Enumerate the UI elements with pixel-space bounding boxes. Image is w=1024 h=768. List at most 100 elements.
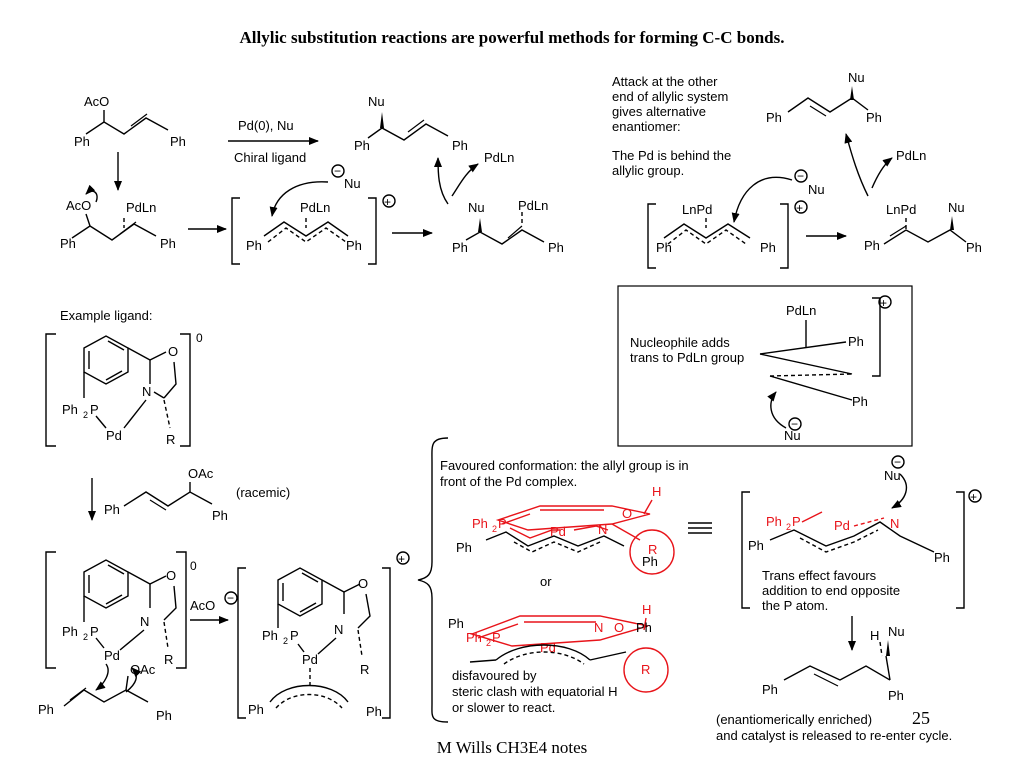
label-pd: Pd: [540, 640, 556, 655]
label-n: N: [140, 614, 149, 629]
label-ph2p: Ph: [766, 514, 782, 529]
positive-charge-icon: [878, 295, 892, 309]
svg-text:−: −: [791, 417, 798, 431]
label-o: O: [622, 506, 632, 521]
svg-text:2: 2: [283, 636, 288, 646]
svg-text:and catalyst is released to re: and catalyst is released to re-enter cyc…: [716, 728, 952, 743]
label-lnpd: LnPd: [886, 202, 916, 217]
label-ph: Ph: [452, 240, 468, 255]
disfavoured-conformation: Ph Ph 2 P Pd N O H Ph R: [448, 602, 669, 693]
slide-title: Allylic substitution reactions are power…: [239, 28, 785, 47]
footer-text: M Wills CH3E4 notes: [436, 738, 588, 757]
alternative-enantiomer: Nu Ph Ph: [766, 70, 882, 125]
label-ph: Ph: [366, 704, 382, 719]
label-nu: Nu: [784, 428, 801, 443]
label-ph: Ph: [354, 138, 370, 153]
label-pdln: PdLn: [518, 198, 548, 213]
svg-text:(enantiomerically enriched): (enantiomerically enriched): [716, 712, 872, 727]
negative-charge-icon: [794, 169, 808, 183]
label-ph2p: Ph: [62, 402, 78, 417]
svg-text:gives alternative: gives alternative: [612, 104, 706, 119]
positive-charge-icon: [968, 489, 982, 503]
ligand-allyl-acetate-complex: 0 O N Ph 2 P Pd R OAc Ph Ph: [38, 551, 197, 723]
nucleophile-adduct: Nu PdLn Ph Ph: [452, 198, 564, 255]
label-pd: Pd: [834, 518, 850, 533]
label-pdln: PdLn: [786, 303, 816, 318]
trans-addition-sketch: PdLn Ph Ph + − Nu: [759, 295, 892, 443]
reagent-bottom: Chiral ligand: [234, 150, 306, 165]
label-ph: Ph: [104, 502, 120, 517]
label-r: R: [648, 542, 657, 557]
svg-text:0: 0: [196, 331, 203, 345]
label-ph: Ph: [888, 688, 904, 703]
substitution-product: Nu Ph Ph: [354, 94, 468, 153]
racemic-allyl-acetate: OAc Ph Ph (racemic): [104, 466, 290, 523]
label-ph: Ph: [38, 702, 54, 717]
negative-charge-icon: [224, 591, 238, 605]
label-ph: Ph: [762, 682, 778, 697]
svg-text:end of allylic system: end of allylic system: [612, 89, 728, 104]
label-n: N: [594, 620, 603, 635]
label-h: H: [870, 628, 879, 643]
phox-ligand-complex: 0 O N Ph 2 P Pd R: [45, 331, 203, 447]
label-ph: Ph: [346, 238, 362, 253]
label-ph: Ph: [636, 620, 652, 635]
r-group-circle: [629, 529, 675, 575]
svg-text:−: −: [227, 591, 234, 605]
svg-text:Nucleophile adds: Nucleophile adds: [630, 335, 730, 350]
label-pd: Pd: [104, 648, 120, 663]
svg-text:+: +: [796, 201, 803, 215]
label-ph2p: Ph: [62, 624, 78, 639]
positive-charge-icon: [382, 194, 396, 208]
label-ph: Ph: [548, 240, 564, 255]
label-ph: Ph: [160, 236, 176, 251]
r-group-circle: [623, 647, 669, 693]
svg-text:steric clash with equatorial H: steric clash with equatorial H: [452, 684, 617, 699]
label-p: P: [792, 514, 801, 529]
negative-charge-icon: [331, 164, 345, 178]
svg-text:addition to end opposite: addition to end opposite: [762, 583, 900, 598]
svg-text:2: 2: [786, 522, 791, 532]
svg-text:+: +: [398, 552, 405, 566]
label-ph: Ph: [864, 238, 880, 253]
label-lnpd: LnPd: [682, 202, 712, 217]
label-ph2p: Ph: [472, 516, 488, 531]
svg-text:allylic group.: allylic group.: [612, 163, 684, 178]
label-r: R: [166, 432, 175, 447]
svg-text:Favoured conformation: the all: Favoured conformation: the allyl group i…: [440, 458, 689, 473]
svg-text:enantiomer:: enantiomer:: [612, 119, 681, 134]
label-pd: Pd: [550, 524, 566, 539]
svg-text:The Pd is behind the: The Pd is behind the: [612, 148, 731, 163]
reagent-top: Pd(0), Nu: [238, 118, 294, 133]
allyl-acetate-molecule: AcO Ph Ph: [74, 94, 186, 149]
label-n: N: [334, 622, 343, 637]
label-o: O: [358, 576, 368, 591]
label-pd: Pd: [302, 652, 318, 667]
label-r: R: [164, 652, 173, 667]
svg-text:2: 2: [492, 524, 497, 534]
positive-charge-icon: [396, 551, 410, 565]
label-ph: Ph: [456, 540, 472, 555]
label-o: O: [166, 568, 176, 583]
svg-text:disfavoured by: disfavoured by: [452, 668, 537, 683]
page-number: 25: [912, 708, 930, 728]
svg-text:0: 0: [190, 559, 197, 573]
label-aco: AcO: [66, 198, 91, 213]
label-ph: Ph: [748, 538, 764, 553]
label-h: H: [652, 484, 661, 499]
oxidative-addition-complex: AcO PdLn Ph Ph: [60, 184, 176, 251]
svg-text:trans to PdLn group: trans to PdLn group: [630, 350, 744, 365]
label-n: N: [598, 522, 607, 537]
label-ph2p: Ph: [262, 628, 278, 643]
label-aco: AcO: [84, 94, 109, 109]
svg-text:+: +: [970, 490, 977, 504]
label-nu: Nu: [948, 200, 965, 215]
label-ph: Ph: [212, 508, 228, 523]
label-ph: Ph: [74, 134, 90, 149]
svg-text:2: 2: [486, 638, 491, 648]
label-ph: Ph: [452, 138, 468, 153]
curly-brace: [417, 437, 449, 723]
label-nu: Nu: [468, 200, 485, 215]
svg-text:2: 2: [83, 632, 88, 642]
label-ph: Ph: [760, 240, 776, 255]
